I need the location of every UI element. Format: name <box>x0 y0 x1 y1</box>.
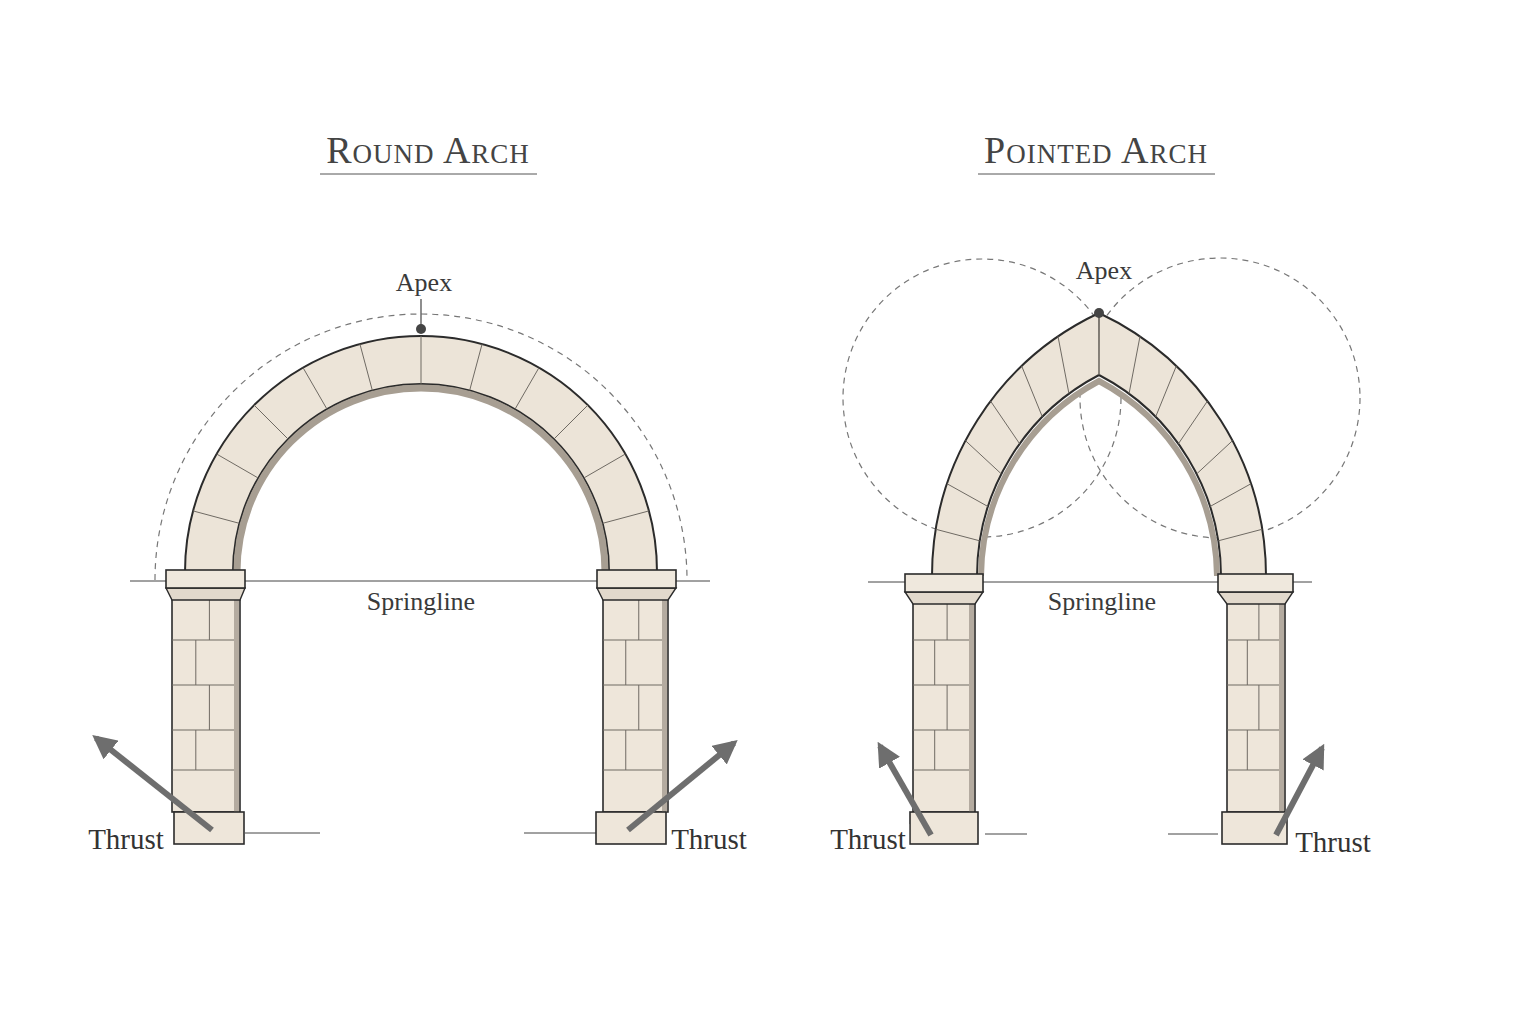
springline-label: Springline <box>364 588 478 617</box>
section-title: Pointed Arch <box>984 130 1208 172</box>
voussoir-joint <box>1197 441 1233 474</box>
voussoir-joint <box>1218 529 1262 541</box>
arch-soffit <box>237 388 605 572</box>
thrust-label: Thrust <box>85 824 167 856</box>
voussoir-joint <box>947 484 988 507</box>
voussoir-joint <box>936 529 980 541</box>
voussoir-joint <box>360 344 372 390</box>
arch-ring <box>185 336 657 572</box>
springline-label: Springline <box>1045 588 1159 617</box>
apex-dot <box>1094 308 1104 318</box>
voussoir-joint <box>421 336 422 384</box>
construction-circle <box>155 314 687 580</box>
title-underline <box>320 174 537 175</box>
voussoir-joint <box>254 405 288 439</box>
pier <box>1218 574 1293 844</box>
voussoir-joint <box>1129 336 1140 393</box>
piers <box>166 570 1293 844</box>
voussoir-joint <box>991 401 1020 444</box>
voussoir-joint <box>584 454 626 478</box>
thrust-arrow <box>96 738 1322 835</box>
arch-ring <box>932 313 1266 576</box>
pier <box>905 574 983 844</box>
voussoir-joints <box>193 336 649 523</box>
voussoir-joint <box>470 344 482 390</box>
voussoir-joint <box>1178 401 1207 444</box>
apex-label: Apex <box>1073 257 1135 286</box>
voussoir-joint <box>1022 366 1043 417</box>
thrust-label: Thrust <box>827 824 909 856</box>
voussoir-joint <box>193 511 239 523</box>
thrust-label: Thrust <box>1292 827 1374 859</box>
apex-dot <box>416 324 426 334</box>
section-title: Round Arch <box>326 130 530 172</box>
voussoir-joint <box>1156 366 1177 417</box>
title-underline <box>978 174 1215 175</box>
arch-soffit <box>981 381 1217 576</box>
voussoir-joint <box>1099 313 1100 375</box>
voussoir-joint <box>1098 313 1099 375</box>
voussoir-joint <box>554 405 588 439</box>
voussoir-joint <box>965 441 1001 474</box>
voussoir-joint <box>1058 336 1069 393</box>
apex-label: Apex <box>393 269 455 298</box>
voussoir-joint <box>603 511 649 523</box>
voussoir-joints <box>936 313 1262 541</box>
voussoir-joint <box>303 368 327 410</box>
voussoir-joint <box>1210 484 1251 507</box>
voussoir-joint <box>515 368 539 410</box>
thrust-label: Thrust <box>668 824 750 856</box>
voussoir-joint <box>217 454 259 478</box>
leader-line <box>420 299 421 326</box>
